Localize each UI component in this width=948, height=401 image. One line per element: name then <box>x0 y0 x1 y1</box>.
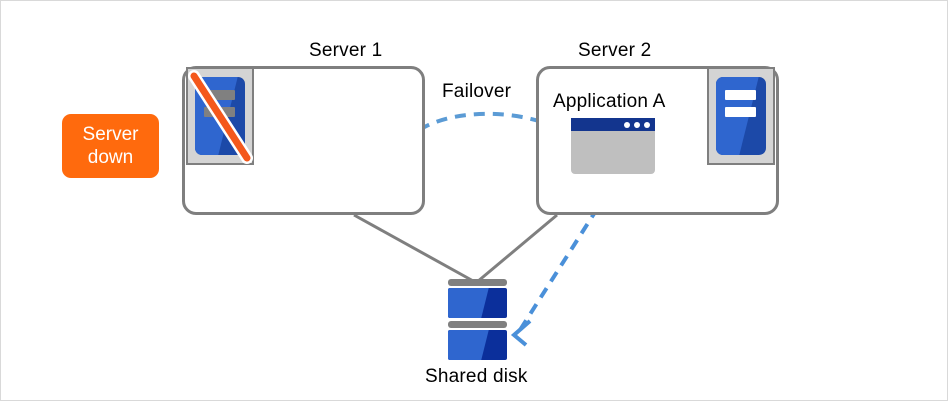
app-window-body <box>571 131 655 174</box>
disk-block-top <box>448 288 507 318</box>
app-window-titlebar <box>571 118 655 131</box>
server-down-slash-icon <box>190 72 251 162</box>
application-a-label: Application A <box>553 91 666 112</box>
app-to-disk-arrowhead <box>510 319 532 347</box>
application-window-icon <box>571 118 655 174</box>
server2-bar-top <box>725 90 756 101</box>
failover-label: Failover <box>442 81 512 102</box>
failover-arrow <box>403 111 552 144</box>
connector-server2-to-disk <box>476 213 558 284</box>
app-window-dot-1 <box>624 121 630 128</box>
status-badge-line2: down <box>87 147 134 168</box>
server1-bar-top <box>204 90 235 101</box>
disk-bar-bottom <box>448 321 507 328</box>
status-badge-server-down: Server down <box>62 114 159 178</box>
status-badge-line1: Server <box>82 124 139 145</box>
app-window-dot-2 <box>634 121 640 128</box>
server2-title: Server 2 <box>578 40 652 61</box>
app-to-disk-arrow <box>518 174 620 332</box>
disk-block-bottom <box>448 330 507 360</box>
connector-server1-to-disk <box>353 213 476 284</box>
disk-bar-top <box>448 279 507 286</box>
shared-disk-label: Shared disk <box>425 366 528 387</box>
server2-tower-body <box>716 77 766 155</box>
server1-title: Server 1 <box>309 40 383 61</box>
server-tower-icon-active <box>707 67 775 165</box>
server2-bar-bottom <box>725 106 756 117</box>
shared-disk-icon <box>448 279 507 360</box>
app-window-dot-3 <box>644 121 650 128</box>
